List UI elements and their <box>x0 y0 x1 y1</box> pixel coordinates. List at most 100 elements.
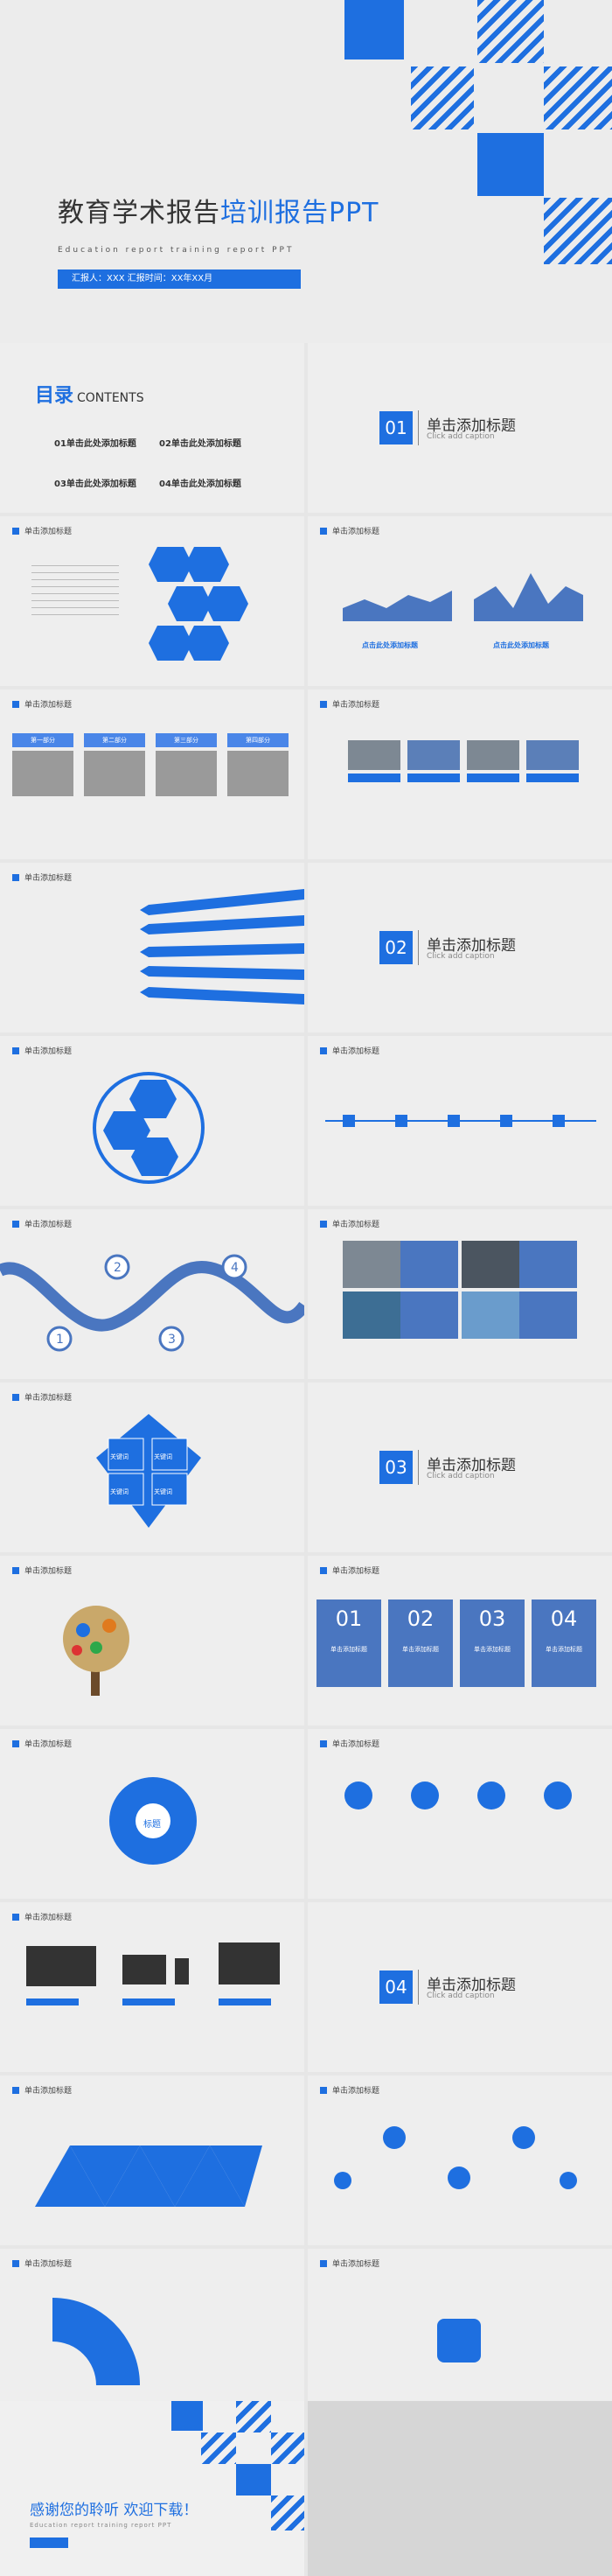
deco-square <box>171 2401 203 2431</box>
section-title: 单击添加标题 <box>427 1457 516 1474</box>
keyword-label: 关键词 <box>154 1453 172 1460</box>
thanks-text: 感谢您的聆听 欢迎下载！ <box>30 2502 198 2519</box>
area-chart <box>474 573 583 621</box>
section-number: 03 <box>379 1451 413 1484</box>
timeline-slide: 单击添加标题 <box>308 1036 612 1206</box>
slide-header: 单击添加标题 <box>320 1738 379 1749</box>
tree-slide: 单击添加标题 <box>0 1556 304 1726</box>
section-slide-03: 03 单击添加标题 Click add caption <box>308 1382 612 1552</box>
step-circle <box>383 2126 406 2149</box>
section-title: 单击添加标题 <box>427 1977 516 1994</box>
slide-header: 单击添加标题 <box>12 1218 72 1229</box>
text-card <box>519 1241 577 1288</box>
reporter-bar: 汇报人：XXX 汇报时间：XX年XX月 <box>58 270 301 289</box>
slide-header: 单击添加标题 <box>12 1911 72 1922</box>
timeline-node <box>343 1115 355 1127</box>
toc-item[interactable]: 01单击此处添加标题 <box>54 439 136 449</box>
part-label: 第二部分 <box>84 733 145 747</box>
keyword-diamond <box>96 1414 201 1528</box>
deco-stripes <box>477 0 544 63</box>
step-circle <box>560 2172 577 2189</box>
area-chart <box>343 591 452 621</box>
divider <box>418 930 419 965</box>
deco-stripes <box>544 198 612 264</box>
timeline-node <box>395 1115 407 1127</box>
hub-slide: 单击添加标题 <box>308 2249 612 2418</box>
section-caption: Click add caption <box>427 952 495 961</box>
deco-square <box>344 0 404 60</box>
photo <box>462 1241 519 1288</box>
laptop-icon <box>26 1946 96 1986</box>
photo-cards-slide: 单击添加标题 <box>308 690 612 859</box>
step-circle <box>448 2166 470 2189</box>
photo <box>462 1292 519 1339</box>
keyword-label: 关键词 <box>110 1488 129 1495</box>
slide-header: 单击添加标题 <box>12 1738 72 1749</box>
palette-icon <box>344 1782 372 1810</box>
slide-header: 单击添加标题 <box>12 1564 72 1576</box>
timeline-node <box>500 1115 512 1127</box>
photo <box>343 1292 400 1339</box>
slide-header: 单击添加标题 <box>12 698 72 710</box>
pestel-triangles <box>35 2146 262 2207</box>
photo-label <box>467 774 519 782</box>
part-body <box>156 751 217 796</box>
keywords-slide: 单击添加标题 关键词 关键词 关键词 关键词 <box>0 1382 304 1552</box>
part-body <box>12 751 73 796</box>
thanks-subtitle: Education report training report PPT <box>30 2522 172 2529</box>
toc-item[interactable]: 03单击此处添加标题 <box>54 480 136 489</box>
photo <box>526 740 579 770</box>
rocket-icon <box>544 1782 572 1810</box>
divider <box>418 1970 419 2005</box>
part-body <box>84 751 145 796</box>
fan-slide: 单击添加标题 <box>0 2249 304 2418</box>
section-title: 单击添加标题 <box>427 937 516 955</box>
toc-item[interactable]: 02单击此处添加标题 <box>159 439 241 449</box>
deco-stripes <box>271 2432 304 2464</box>
steps-slide: 单击添加标题 1 2 3 4 <box>0 1209 304 1379</box>
circles-slide: 单击添加标题 <box>308 2076 612 2245</box>
photo-label <box>348 774 400 782</box>
slide-header: 单击添加标题 <box>12 525 72 536</box>
hexagon-slide: 单击添加标题 <box>0 516 304 686</box>
chart-caption: 点击此处添加标题 <box>362 641 418 649</box>
cover-subtitle: Education report training report PPT <box>58 246 295 255</box>
gear-icon <box>437 2319 481 2362</box>
svg-text:1: 1 <box>56 1333 64 1347</box>
deco-square <box>236 2464 271 2496</box>
slide-header: 单击添加标题 <box>12 2084 72 2096</box>
photo-grid-slide: 单击添加标题 <box>308 1209 612 1379</box>
hexagon-cluster <box>149 547 248 661</box>
photo <box>343 1241 400 1288</box>
keyword-label: 关键词 <box>110 1453 129 1460</box>
megaphone-icon <box>411 1782 439 1810</box>
caption-bar <box>219 1998 271 2006</box>
thanks-slide: 感谢您的聆听 欢迎下载！ Education report training r… <box>0 2401 304 2576</box>
empty-cell <box>308 2401 612 2576</box>
photo-label <box>526 774 579 782</box>
slide-header: 单击添加标题 <box>320 2258 379 2269</box>
deco-stripes <box>236 2401 271 2432</box>
deco-stripes <box>201 2432 236 2464</box>
radial-ring <box>109 1777 197 1865</box>
arrows-slide: 单击添加标题 <box>0 863 304 1032</box>
toc-item[interactable]: 04单击此处添加标题 <box>159 480 241 489</box>
text-card <box>519 1292 577 1339</box>
slide-header: 单击添加标题 <box>12 1391 72 1403</box>
section-title: 单击添加标题 <box>427 417 516 435</box>
text-card <box>400 1241 458 1288</box>
wave-path: 1 2 3 4 <box>0 1254 304 1352</box>
photo-label <box>407 774 460 782</box>
deco-square <box>477 133 544 196</box>
radial-slide: 单击添加标题 标题 <box>0 1729 304 1899</box>
icons-slide: 单击添加标题 <box>308 1729 612 1899</box>
section-number: 02 <box>379 931 413 964</box>
